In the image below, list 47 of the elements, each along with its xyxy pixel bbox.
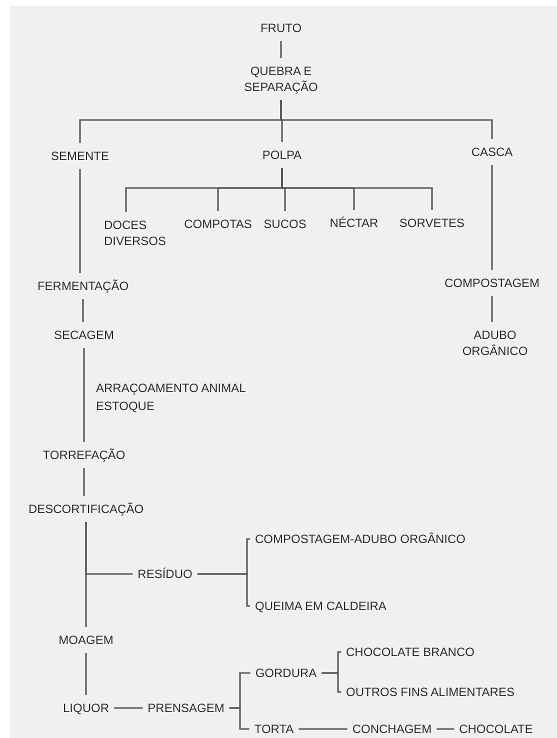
step-label: SUCOS (264, 216, 306, 232)
step-label: PRENSAGEM (148, 700, 224, 716)
step-label: COMPOSTAGEM (444, 275, 540, 291)
note-text: ESTOQUE (96, 398, 154, 414)
step-label: GORDURA (255, 665, 317, 681)
step-label: CHOCOLATE BRANCO (346, 644, 474, 660)
step-label: QUEBRA E SEPARAÇÃO (236, 63, 326, 95)
connector-line (491, 165, 493, 270)
connector-line (281, 168, 433, 210)
step-label: DOCES DIVERSOS (104, 217, 174, 249)
step-label: OUTROS FINS ALIMENTARES (346, 684, 514, 700)
step-label: ADUBO ORGÂNICO (450, 327, 540, 359)
connector-line (491, 296, 493, 322)
step-label: FRUTO (260, 20, 302, 36)
connector-line (436, 728, 454, 730)
connector-line (85, 522, 87, 627)
step-label: CHOCOLATE (459, 721, 533, 737)
step-label: SEMENTE (51, 148, 109, 164)
step-label: CONCHAGEM (352, 721, 432, 737)
connector-line (85, 653, 87, 695)
connector-line (197, 573, 250, 607)
connector-line (280, 100, 493, 139)
step-label: POLPA (262, 147, 302, 163)
step-label: COMPOTAS (184, 216, 252, 232)
step-label: SECAGEM (54, 327, 114, 343)
connector-line (322, 672, 341, 693)
step-label: DESCORTIFICAÇÃO (28, 501, 144, 517)
step-label: RESÍDUO (138, 566, 192, 582)
connector-line (229, 707, 250, 730)
step-label: MOAGEM (58, 632, 114, 648)
step-label: COMPOSTAGEM-ADUBO ORGÂNICO (255, 531, 466, 547)
step-label: NÉCTAR (330, 215, 378, 231)
step-label: CASCA (471, 144, 513, 160)
connector-line (280, 41, 282, 58)
step-label: QUEIMA EM CALDEIRA (255, 598, 386, 614)
connector-line (83, 348, 85, 442)
connector-line (114, 707, 143, 709)
connector-line (79, 169, 81, 273)
connector-line (298, 728, 348, 730)
connector-line (82, 299, 84, 322)
step-label: LIQUOR (63, 700, 109, 716)
step-label: TORTA (254, 721, 294, 737)
note-text: ARRAÇOAMENTO ANIMAL (96, 380, 246, 396)
step-label: SORVETES (399, 215, 465, 231)
step-label: FERMENTAÇÃO (37, 278, 129, 294)
connector-line (83, 468, 85, 496)
step-label: TORREFAÇÃO (42, 447, 126, 463)
